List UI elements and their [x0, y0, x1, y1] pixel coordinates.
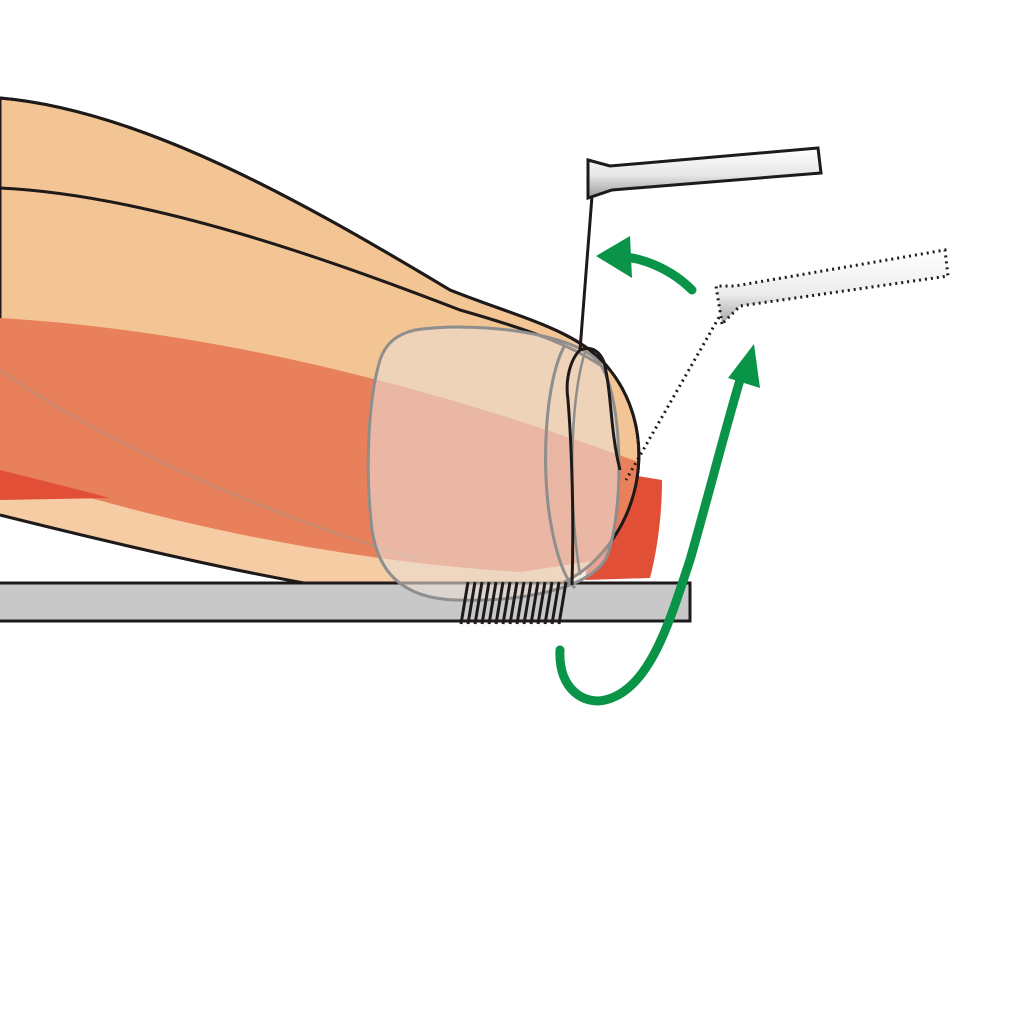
instrument-filament-loop	[565, 348, 582, 586]
instrument-current	[565, 146, 823, 586]
instrument-current-handle	[586, 146, 823, 201]
instrument-previous-handle	[714, 248, 950, 328]
muscle-band-left	[0, 470, 110, 500]
instrument-previous-filament	[624, 311, 724, 481]
instrument-previous	[624, 248, 950, 481]
motion-arrow-loop-head	[728, 344, 760, 388]
contact-hatching	[459, 581, 568, 625]
flat-surface	[0, 581, 692, 623]
nail-inner-curve	[544, 344, 577, 590]
motion-arrow-small-head	[596, 236, 632, 278]
muscle-inner-line	[0, 368, 421, 562]
instrument-filament	[578, 195, 622, 471]
motion-arrow-loop	[555, 375, 745, 706]
